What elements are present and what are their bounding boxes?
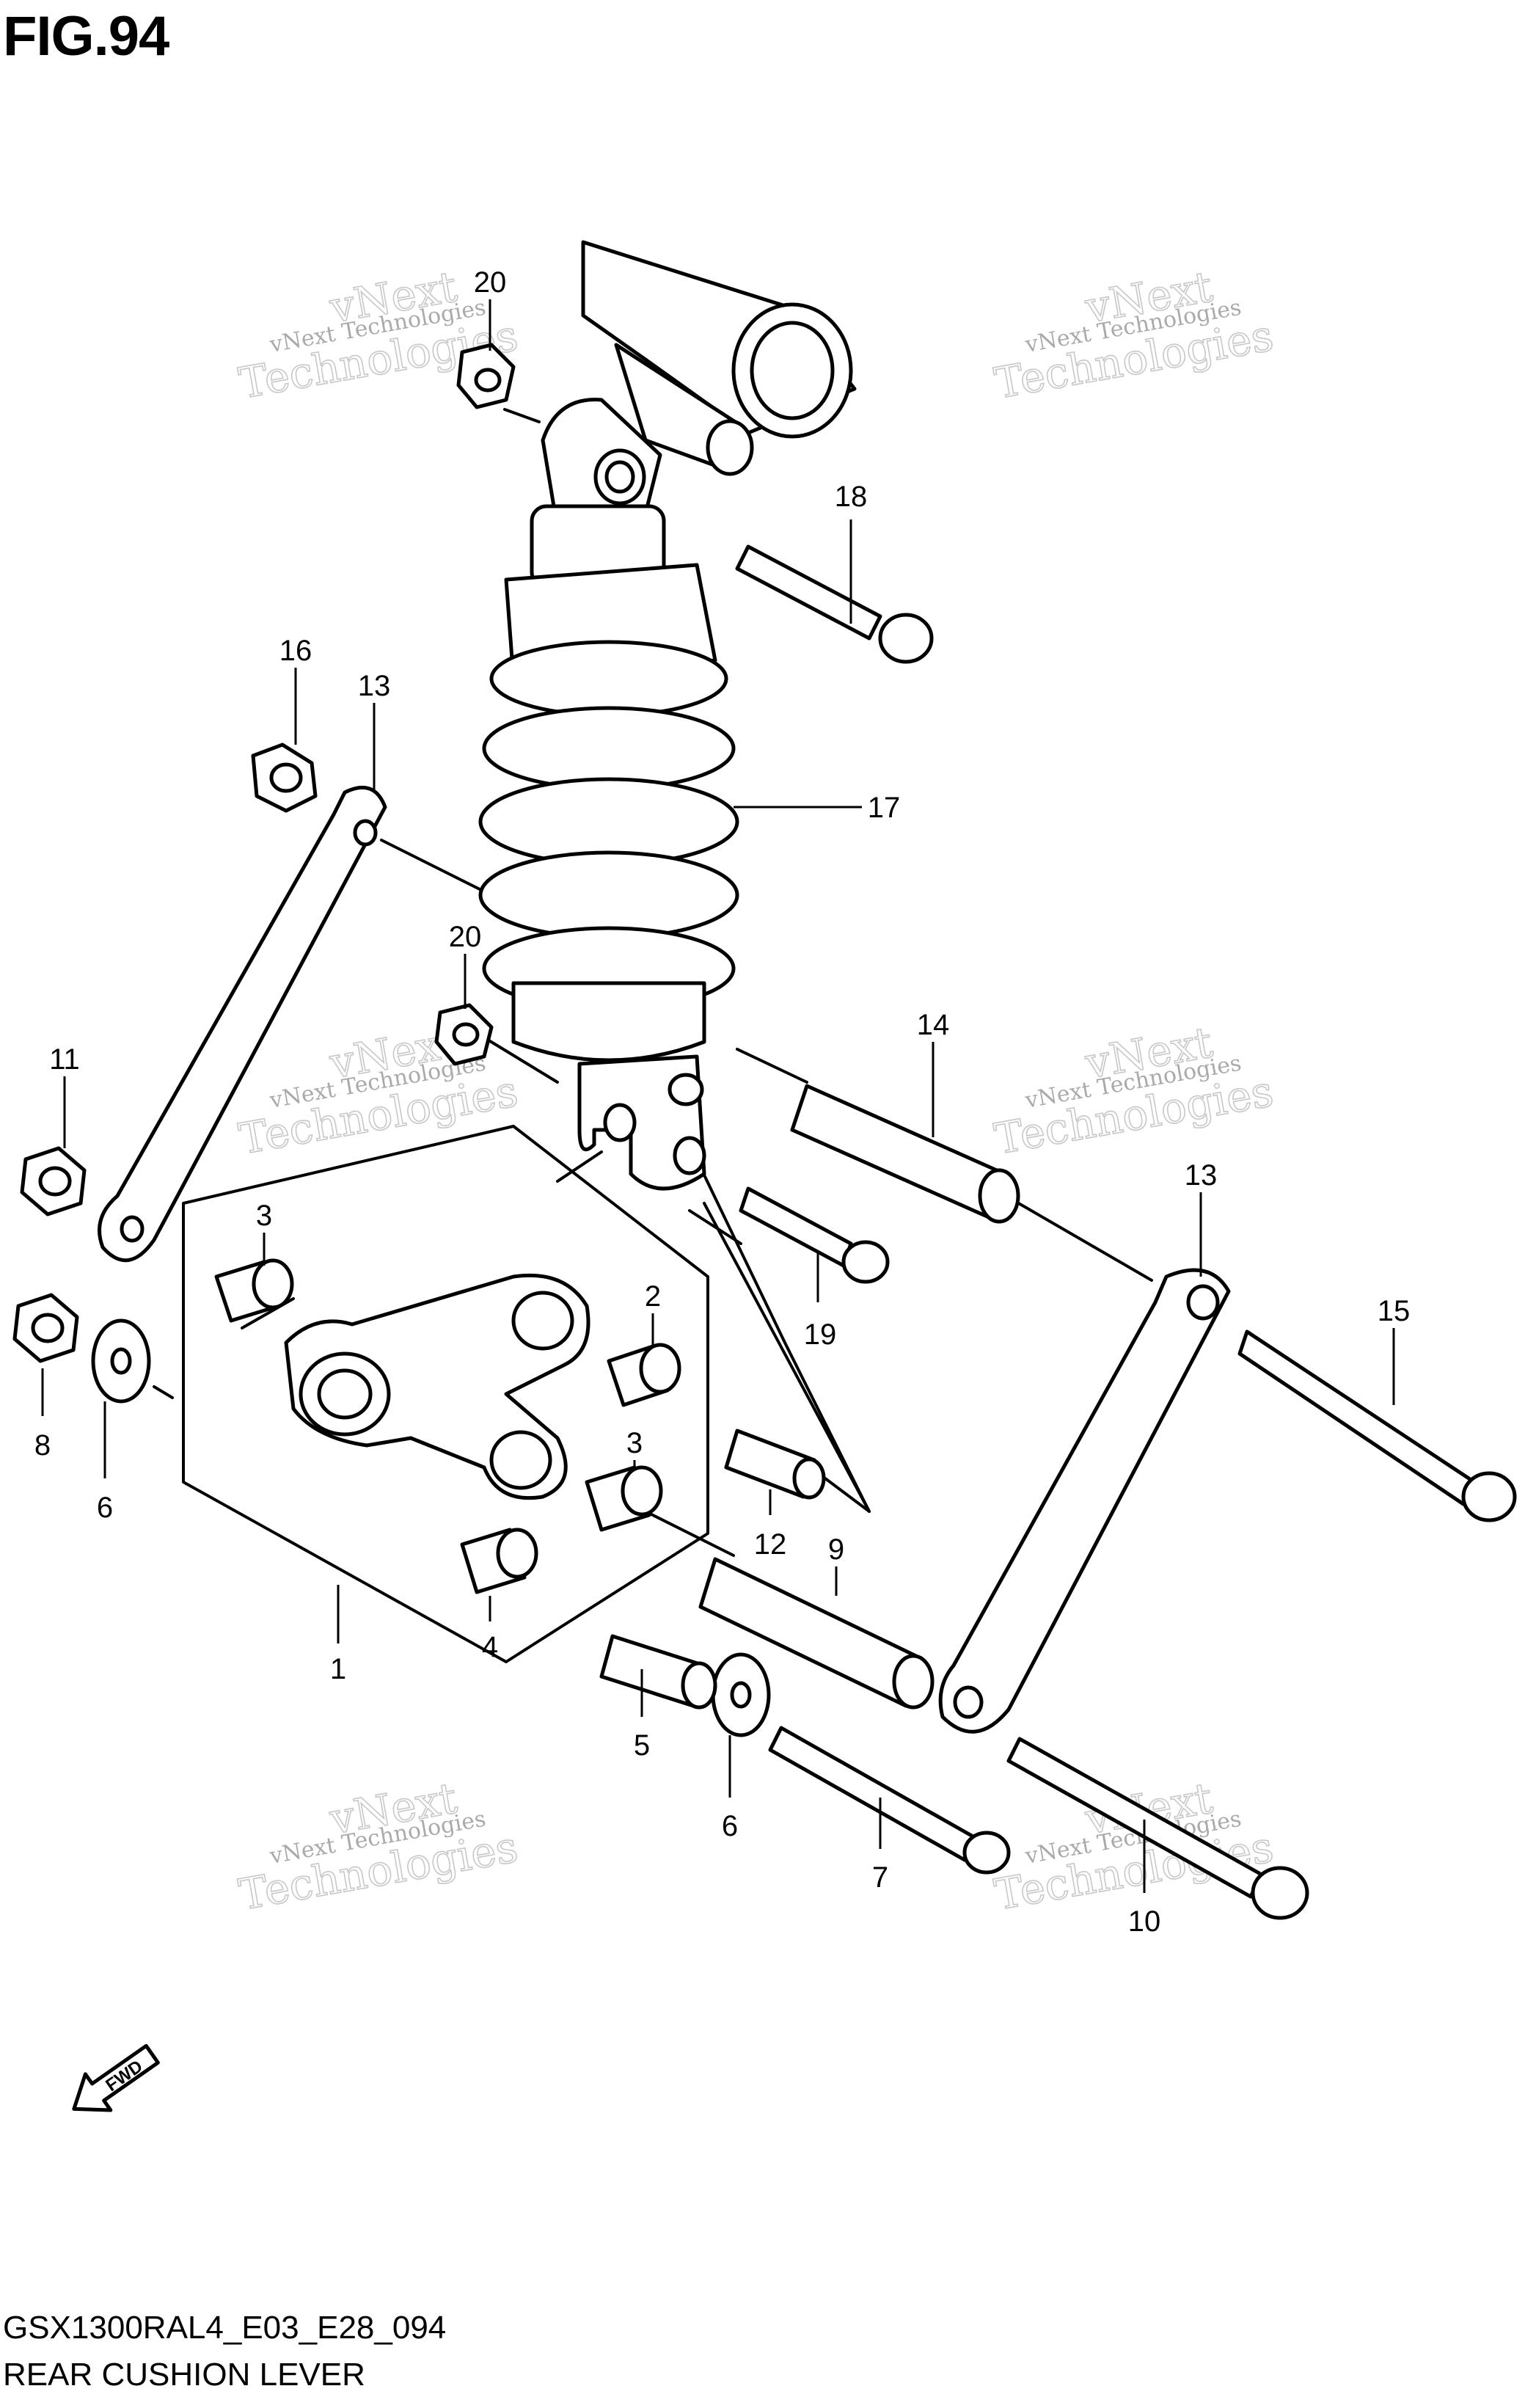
nut-16: [251, 743, 318, 813]
callout-1: 1: [330, 1653, 346, 1685]
callout-3: 3: [626, 1427, 643, 1459]
callout-15: 15: [1378, 1295, 1411, 1327]
bolt-19: [739, 1186, 890, 1284]
callout-12: 12: [754, 1528, 787, 1561]
callout-16: 16: [279, 635, 312, 667]
callout-8: 8: [34, 1429, 51, 1462]
callout-20: 20: [474, 266, 507, 299]
callout-11: 11: [49, 1043, 80, 1076]
callout-14: 14: [917, 1009, 950, 1041]
bolt-18: [735, 544, 934, 664]
callout-13: 13: [358, 670, 391, 702]
watermark: vNext Technologies vNext Technologies: [990, 1017, 1277, 1165]
callout-18: 18: [835, 481, 868, 513]
spacer-14: [790, 1084, 1020, 1224]
washer-6-left: [91, 1318, 151, 1404]
figure-caption: REAR CUSHION LEVER: [3, 2357, 365, 2393]
bearing-4: [460, 1528, 538, 1594]
cushion-lever: [284, 1273, 590, 1500]
watermark: vNext Technologies vNext Technologies: [990, 1773, 1277, 1921]
callout-13: 13: [1185, 1159, 1218, 1192]
bolt-7: [768, 1726, 1011, 1875]
callout-7: 7: [872, 1861, 888, 1894]
nut-20-mid: [434, 1003, 494, 1066]
nut-11: [20, 1146, 87, 1216]
callout-6: 6: [97, 1492, 113, 1524]
lever-assembly-box: [182, 1125, 709, 1663]
callout-3: 3: [256, 1200, 272, 1232]
bolt-15: [1237, 1329, 1517, 1522]
callout-4: 4: [482, 1631, 498, 1663]
spacer-5: [599, 1634, 717, 1710]
tie-rod-right: [938, 1268, 1231, 1734]
callout-19: 19: [804, 1318, 837, 1351]
callout-17: 17: [868, 792, 901, 824]
bearing-3-top: [214, 1258, 294, 1323]
spacer-9: [698, 1557, 935, 1710]
watermark: vNext Technologies vNext Technologies: [990, 261, 1277, 409]
bearing-2: [607, 1343, 681, 1407]
watermark: vNext Technologies vNext Technologies: [235, 1773, 522, 1921]
washer-6-right: [711, 1652, 771, 1737]
forward-direction-arrow: FWD: [72, 2043, 160, 2112]
callout-5: 5: [634, 1729, 650, 1762]
callout-6: 6: [722, 1810, 738, 1842]
bearing-3-bottom: [585, 1465, 663, 1532]
callout-10: 10: [1128, 1905, 1161, 1938]
figure-title: FIG.94: [3, 5, 169, 68]
callout-9: 9: [828, 1533, 844, 1566]
rear-shock-absorber: [478, 240, 857, 1191]
leader-lines: [41, 299, 1395, 1893]
nut-8: [12, 1293, 79, 1363]
callout-labels: 20 18 16 13 17 20 11 14 13 3 2 19 8 6 3 …: [34, 266, 1410, 1938]
figure-code: GSX1300RAL4_E03_E28_094: [3, 2310, 447, 2346]
bolt-10: [1006, 1737, 1309, 1920]
assembly-guide-lines: [153, 408, 1153, 1557]
callout-2: 2: [645, 1280, 661, 1313]
nut-20-top: [456, 343, 516, 409]
spacer-12: [724, 1429, 826, 1500]
callout-20: 20: [449, 921, 482, 953]
